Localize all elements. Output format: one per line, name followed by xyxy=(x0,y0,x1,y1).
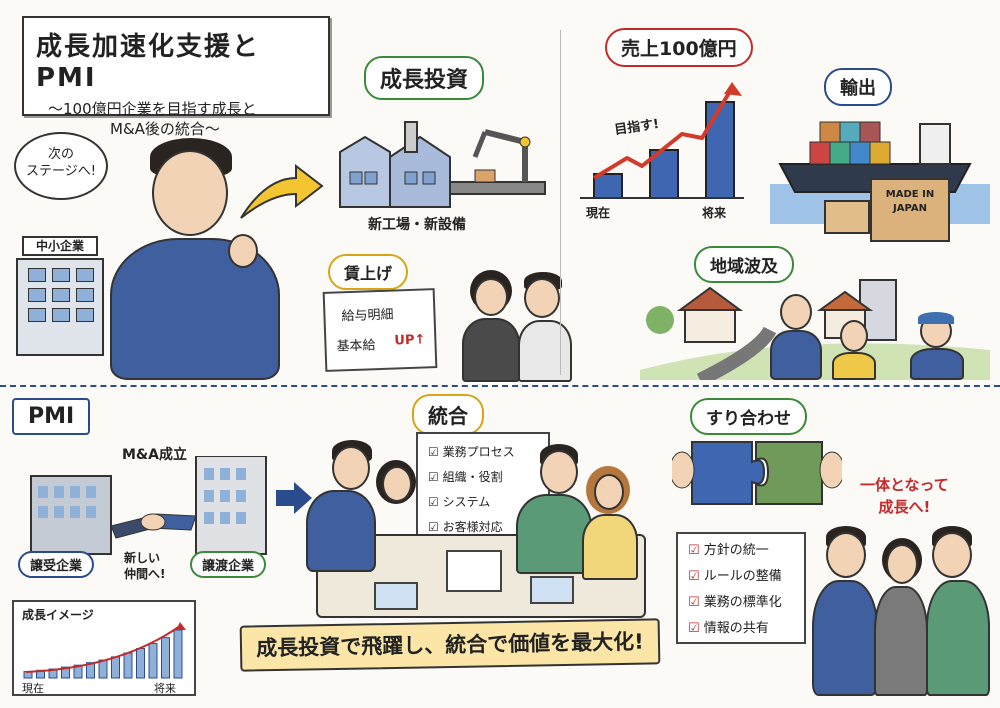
growth-bar xyxy=(173,629,183,679)
fist xyxy=(228,234,258,268)
pmi-label: PMI xyxy=(12,398,91,435)
growth-bar xyxy=(123,652,133,679)
team-shout-text: 一体となって 成長へ! xyxy=(860,476,949,516)
tablet-right xyxy=(530,576,574,604)
growth-bar xyxy=(136,648,145,679)
sales-now-label: 現在 xyxy=(586,206,611,220)
alignment-item: ルールの整備 xyxy=(688,564,794,590)
ma-done-text: M&A成立 xyxy=(122,447,187,463)
happy-workers xyxy=(462,270,572,382)
export-label: 輸出 xyxy=(824,68,892,106)
face xyxy=(152,150,228,236)
export-box: MADE IN JAPAN xyxy=(870,178,950,242)
tablet-left xyxy=(374,582,418,610)
yellow-arrow-icon xyxy=(240,163,324,219)
company-sign: 中小企業 xyxy=(22,236,98,256)
growth-future-label: 将来 xyxy=(154,682,176,695)
vertical-divider xyxy=(560,30,561,375)
puzzle-pieces-icon xyxy=(672,441,842,505)
page-subtitle-line2: M&A後の統合〜 xyxy=(110,120,220,138)
growth-image-panel: 成長イメージ 現在 将来 xyxy=(12,600,196,696)
section-divider xyxy=(0,385,1000,387)
factory-illustration xyxy=(339,121,546,208)
alignment-item: 方針の統一 xyxy=(688,538,794,564)
seller-label: 譲渡企業 xyxy=(190,551,267,578)
meeting-people-left xyxy=(306,440,416,572)
integration-item: システム xyxy=(428,490,538,515)
regional-spillover-label: 地域波及 xyxy=(694,246,794,283)
worker-character xyxy=(110,138,280,380)
payslip-up: UP↑ xyxy=(394,332,426,349)
small-box xyxy=(824,200,870,234)
page-title: 成長加速化支援とPMI xyxy=(36,32,261,93)
team-characters xyxy=(812,520,996,700)
sales-bar xyxy=(593,173,623,199)
document-sheet xyxy=(446,550,502,592)
title-box: 成長加速化支援とPMI 〜100億円企業を目指す成長と M&A後の統合〜 xyxy=(22,16,330,138)
sales-chart xyxy=(580,82,744,199)
payslip-title: 給与明細 xyxy=(341,307,394,325)
speech-bubble: 次の ステージへ! xyxy=(14,132,108,200)
integration-label: 統合 xyxy=(412,394,484,435)
page-subtitle-line1: 〜100億円企業を目指す成長と xyxy=(48,100,257,118)
small-company-building: 中小企業 xyxy=(16,236,104,356)
local-people xyxy=(770,294,970,380)
growth-bar xyxy=(61,666,70,679)
growth-investment-label: 成長投資 xyxy=(364,56,485,100)
alignment-label: すり合わせ xyxy=(690,398,807,435)
new-friend-text: 新しい 仲間へ! xyxy=(124,551,166,581)
growth-bar xyxy=(148,642,158,679)
payslip-line: 基本給 xyxy=(336,338,376,355)
handshake-buildings xyxy=(30,456,267,555)
growth-bar xyxy=(86,662,95,679)
alignment-checklist: 方針の統一 ルールの整備 業務の標準化 情報の共有 xyxy=(676,532,806,644)
growth-bar xyxy=(73,664,83,679)
integration-item: お客様対応 xyxy=(428,515,538,540)
growth-image-title: 成長イメージ xyxy=(22,608,94,622)
payslip: 給与明細 基本給 UP↑ xyxy=(322,288,438,372)
growth-bar xyxy=(161,637,170,679)
building-body xyxy=(16,258,104,356)
sales-bar xyxy=(705,101,735,199)
alignment-item: 業務の標準化 xyxy=(688,590,794,616)
made-in-japan-text: MADE IN JAPAN xyxy=(885,189,935,214)
factory-caption: 新工場・新設備 xyxy=(368,217,466,233)
integration-item: 組織・役割 xyxy=(428,465,538,490)
blue-arrow-icon xyxy=(276,482,312,514)
meeting-people-right xyxy=(516,444,640,580)
sales-future-label: 将来 xyxy=(702,206,727,220)
alignment-item: 情報の共有 xyxy=(688,616,794,642)
closing-banner: 成長投資で飛躍し、統合で価値を最大化! xyxy=(239,618,661,672)
growth-mini-chart xyxy=(23,622,186,679)
sales-target-bubble: 売上100億円 xyxy=(605,28,753,67)
growth-bar xyxy=(111,656,120,679)
growth-now-label: 現在 xyxy=(22,682,44,695)
acquirer-label: 譲受企業 xyxy=(18,551,95,578)
wage-increase-label: 賃上げ xyxy=(328,254,409,290)
integration-item: 業務プロセス xyxy=(428,440,538,465)
growth-bar xyxy=(98,659,108,679)
